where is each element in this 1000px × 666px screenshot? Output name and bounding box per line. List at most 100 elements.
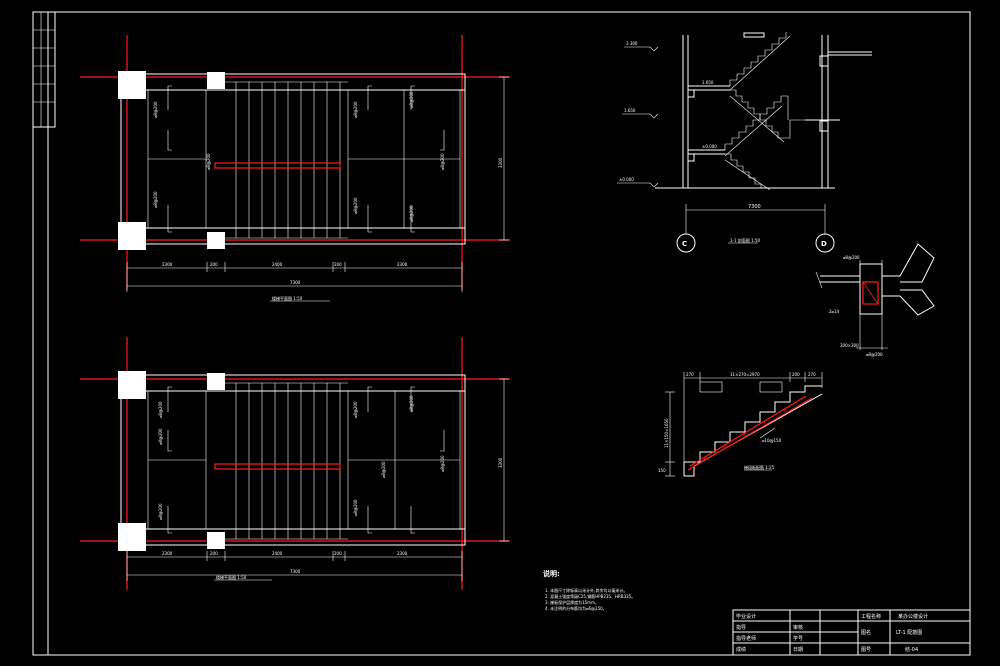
dimension-text: 2300 — [162, 551, 173, 556]
rebar-label: ⌀8@200 — [158, 401, 163, 418]
detail-dim: 270 — [686, 372, 694, 377]
title-cell: 毕业设计 — [736, 613, 756, 620]
elevation-markers: 3.300 1.650 ±0.000 — [617, 41, 659, 188]
rebar-note: ⌀10@150 — [762, 438, 782, 443]
beam-label: ⌀8@200 — [866, 352, 883, 357]
detail-dims — [665, 372, 823, 477]
main-rebar — [687, 397, 813, 471]
column — [207, 72, 225, 89]
notes-title: 说明: — [543, 569, 560, 578]
rebar-label: ⌀8@200 — [409, 395, 414, 412]
dimension-text: 200 — [210, 551, 218, 556]
rebar-label: ⌀8@200 — [153, 101, 158, 118]
stair-section: 3.300 1.650 ±0.000 1.650 ±0.000 7300 C D… — [617, 32, 872, 253]
column — [207, 373, 225, 390]
project-label: 工程名称 — [861, 613, 881, 620]
plan-bottom: ⌀8@200 ⌀8@200 ⌀8@200 ⌀8@200 ⌀8@200 ⌀8@20… — [80, 337, 510, 590]
rebar-label: ⌀8@200 — [353, 401, 358, 418]
rebar-label: ⌀8@200 — [353, 499, 358, 516]
plan-caption: 楼梯平面图 1:50 — [216, 574, 247, 580]
note-line: 4. 未注明的分布筋均为⌀6@250。 — [545, 605, 607, 611]
detail-dim: 11×270=2970 — [730, 372, 760, 377]
beam-detail: ⌀8@200 2⌀14 200×300 ⌀8@200 — [815, 243, 935, 357]
column — [207, 532, 225, 549]
elevation-label: 3.300 — [626, 41, 638, 46]
rebar-label: ⌀8@200 — [353, 101, 358, 118]
section-caption: 1-1 剖面图 1:50 — [730, 237, 761, 243]
beam-highlight — [214, 162, 341, 169]
title-cell: 审核 — [793, 624, 803, 631]
main-rebar — [689, 395, 807, 467]
drawing-name: LT-1 配筋图 — [896, 629, 922, 636]
general-notes: 说明: 1. 本图尺寸除标高以米计外,其余均以毫米计。 2. 混凝土强度等级C2… — [543, 569, 635, 611]
rebar-labels: ⌀8@200 ⌀8@200 ⌀8@200 ⌀8@200 ⌀8@200 ⌀8@20… — [158, 395, 445, 520]
plan-top: ⌀8@200 ⌀8@200 ⌀8@200 ⌀8@200 ⌀8@200 ⌀8@20… — [80, 35, 510, 302]
dimension-text: 2400 — [272, 262, 283, 267]
rebar-label: ⌀8@200 — [206, 153, 211, 170]
plan-caption: 楼梯平面图 1:50 — [272, 295, 303, 301]
elevation-label: ±0.000 — [619, 177, 634, 182]
beam-label: 200×300 — [840, 343, 859, 348]
landing-label: ±0.000 — [702, 144, 717, 149]
sheet-border — [32, 11, 971, 656]
grid-label: D — [821, 240, 827, 248]
rebar-label: ⌀8@200 — [353, 197, 358, 214]
dimension-text: 200 — [334, 262, 342, 267]
grid-label: C — [682, 240, 687, 248]
rebar-label: ⌀8@200 — [158, 428, 163, 445]
rebar-label: ⌀8@200 — [381, 461, 386, 478]
dimension-text: 200 — [210, 262, 218, 267]
note-line: 3. 梯板保护层厚度为15mm。 — [545, 599, 599, 605]
detail-dim: 200 — [792, 372, 800, 377]
column — [207, 232, 225, 249]
grid-bubble — [815, 233, 835, 253]
note-line: 2. 混凝土强度等级C25,钢筋HPB235、HRB335。 — [545, 593, 635, 599]
beam-label: 2⌀14 — [829, 309, 839, 314]
beam-highlight — [214, 463, 341, 470]
rebar-marks — [167, 386, 445, 534]
detail-caption: 梯段板配筋 1:25 — [744, 464, 775, 470]
column — [118, 71, 146, 99]
span-dimension: 7300 — [748, 204, 761, 210]
rebar-label: ⌀8@200 — [440, 455, 445, 472]
grid-bubble — [676, 233, 696, 253]
note-line: 1. 本图尺寸除标高以米计外,其余均以毫米计。 — [545, 587, 627, 593]
title-block: 毕业设计 指导 指导老师 成绩 审核 学号 日期 工程名称 某办公楼设计 图名 … — [732, 609, 971, 656]
rebar-label: ⌀8@200 — [153, 191, 158, 208]
rebar-labels: ⌀8@200 ⌀8@200 ⌀8@200 ⌀8@200 ⌀8@200 ⌀8@20… — [153, 91, 445, 222]
detail-dim: 11×150=1650 — [664, 418, 669, 448]
rebar-label: ⌀8@200 — [158, 503, 163, 520]
stair-treads — [225, 382, 348, 540]
number-label: 图号 — [861, 647, 871, 653]
side-dimension: 3300 — [498, 157, 503, 168]
column — [118, 523, 146, 551]
side-dimension: 3300 — [498, 457, 503, 468]
distribution-rebar — [703, 407, 787, 461]
rebar-marks — [167, 85, 445, 233]
drawing-label: 图名 — [861, 629, 871, 636]
dimension-text: 2300 — [397, 262, 408, 267]
dimension-text: 200 — [334, 551, 342, 556]
title-cell: 指导老师 — [736, 635, 756, 642]
drawing-number: 结-04 — [905, 646, 918, 653]
landing-label: 1.650 — [702, 80, 714, 85]
dimension-lines — [126, 378, 509, 581]
stair-slab-detail: 270 11×270=2970 200 270 11×150=1650 150 … — [658, 372, 823, 477]
rebar-label: ⌀8@200 — [409, 91, 414, 108]
dimension-text: 2400 — [272, 551, 283, 556]
dimension-text: 2300 — [397, 551, 408, 556]
beam-label: ⌀8@200 — [843, 255, 860, 260]
project-name: 某办公楼设计 — [898, 613, 928, 620]
column — [118, 371, 146, 399]
title-cell: 成绩 — [736, 646, 746, 653]
detail-dim: 150 — [658, 468, 666, 473]
rebar-label: ⌀8@200 — [440, 153, 445, 170]
rebar-label: ⌀8@200 — [409, 205, 414, 222]
total-dimension: 7300 — [290, 280, 301, 285]
column — [118, 222, 146, 250]
stair-treads — [225, 81, 348, 239]
title-cell: 日期 — [793, 647, 803, 653]
detail-dim: 270 — [808, 372, 816, 377]
total-dimension: 7300 — [290, 569, 301, 574]
